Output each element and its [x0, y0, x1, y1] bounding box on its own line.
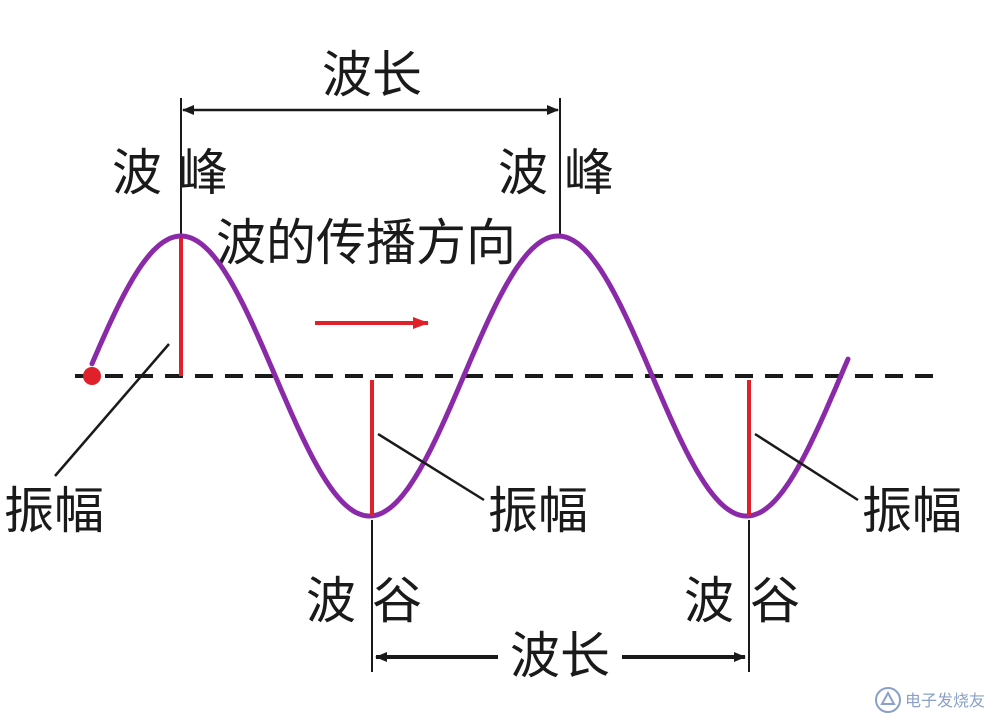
propagation-direction-label: 波的传播方向 [216, 214, 516, 272]
watermark-text: 电子发烧友 [905, 691, 985, 710]
watermark: 电子发烧友 [875, 687, 985, 713]
amplitude-leader-1 [54, 343, 170, 477]
wavelength-label-top: 波长 [322, 46, 422, 104]
wavelength-label-bottom: 波长 [510, 627, 610, 685]
crest-label-2: 波峰 [498, 144, 630, 202]
logo-icon [875, 687, 901, 713]
amplitude-label-1: 振幅 [4, 482, 104, 540]
trough-label-1: 波谷 [306, 572, 438, 630]
amplitude-leader-3 [754, 432, 859, 502]
amplitude-label-2: 振幅 [488, 482, 588, 540]
wave-origin-dot [83, 367, 101, 385]
wave-curve [89, 233, 851, 519]
crest-label-1: 波峰 [112, 144, 244, 202]
trough-label-2: 波谷 [684, 572, 816, 630]
amplitude-leader-2 [377, 432, 485, 502]
amplitude-label-3: 振幅 [862, 482, 962, 540]
